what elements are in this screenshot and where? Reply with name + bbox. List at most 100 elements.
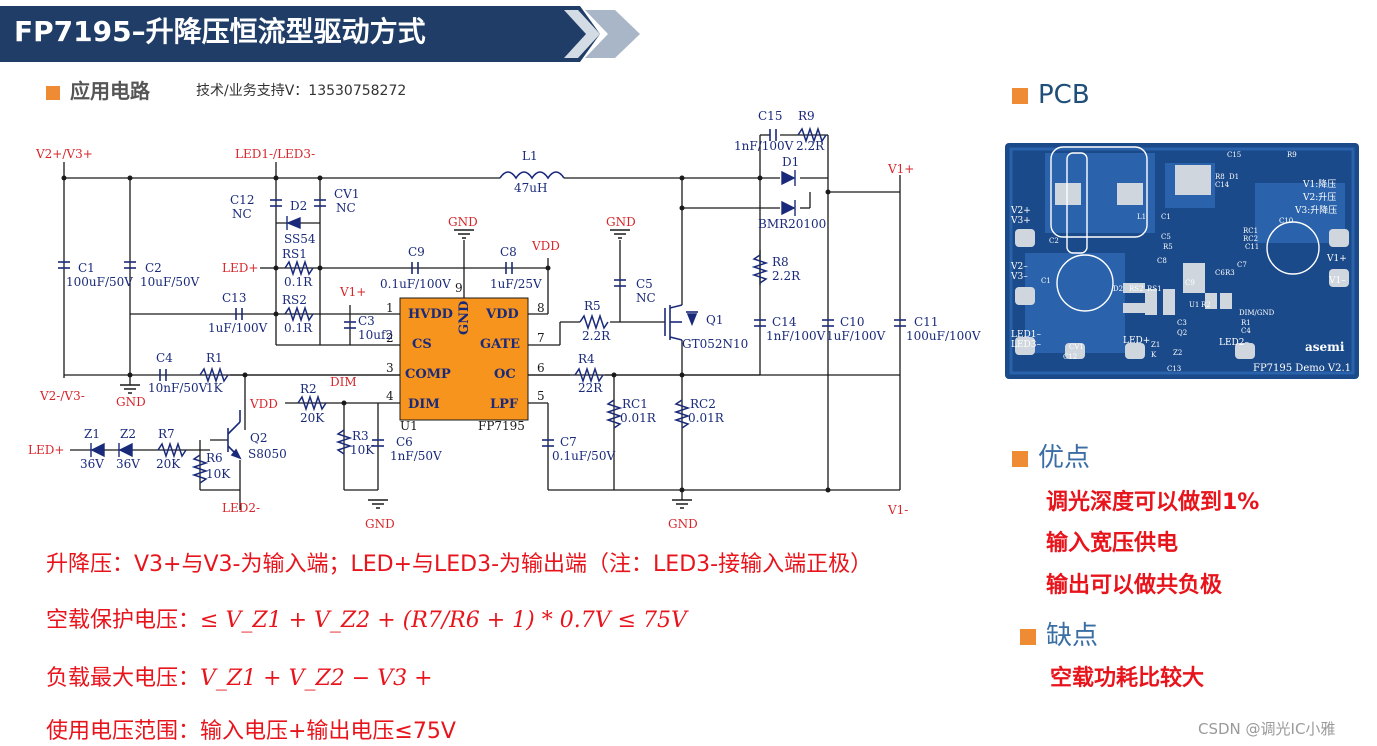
pcb-label-c1top: C1	[1161, 213, 1171, 221]
ic-pin-number-1: 1	[386, 301, 394, 315]
section-disadvantages-label: 缺点	[1046, 621, 1099, 651]
pcb-label-v2p: V2+	[1010, 206, 1031, 216]
value-r6: 10K	[206, 467, 231, 481]
ref-c10: C10	[840, 315, 864, 329]
ref-c15: C15	[758, 109, 782, 123]
pcb-label-r5: R5	[1163, 243, 1173, 251]
note-line-4: 使用电压范围：输入电压+输出电压≤75V	[46, 719, 456, 744]
value-r3: 10K	[350, 443, 375, 457]
ic-fp7195-body	[399, 297, 529, 421]
ref-c6: C6	[396, 435, 413, 449]
diode-symbols	[90, 170, 796, 458]
note-line-2: 空载保护电压：≤ V_Z1 + V_Z2 + (R7/R6 + 1) * 0.7…	[46, 602, 687, 634]
net-label-led2-minus: LED2-	[222, 501, 260, 515]
section-pcb-label: PCB	[1038, 80, 1090, 110]
ic-pin-comp: COMP	[405, 367, 451, 382]
ref-rc2: RC2	[690, 397, 716, 411]
pcb-label-v3: V3:升降压	[1294, 204, 1337, 216]
ic-pin-number-9: 9	[455, 281, 463, 295]
circuit-schematic: HVDD CS COMP DIM VDD GATE OC LPF GND 1 2…	[28, 109, 981, 531]
ref-c5: C5	[636, 277, 653, 291]
pcb-label-cv1: CV1	[1069, 343, 1084, 351]
support-contact: 技术/业务支持V：13530758272	[196, 83, 407, 99]
net-label-gnd-1: GND	[448, 215, 478, 229]
ref-c7: C7	[560, 435, 577, 449]
net-label-led1-led3: LED1-/LED3-	[235, 147, 315, 161]
section-disadvantages-heading: 缺点	[1020, 615, 1098, 652]
ic-pin-number-2: 2	[386, 331, 394, 345]
ref-rs1: RS1	[282, 247, 307, 261]
pcb-label-brand: asemi	[1305, 340, 1345, 354]
pcb-label-c2: C2	[1049, 237, 1059, 245]
value-c9: 0.1uF/100V	[380, 277, 451, 291]
pcb-label-rs2: RS2	[1129, 285, 1144, 293]
section-pcb-heading: PCB	[1012, 80, 1090, 110]
net-label-gnd-5: GND	[668, 517, 698, 531]
pcb-label-r1: R1	[1241, 319, 1251, 327]
ref-c8: C8	[500, 245, 517, 259]
advantage-item-1: 调光深度可以做到1%	[1046, 490, 1260, 515]
value-rs2: 0.1R	[284, 321, 313, 335]
value-rs1: 0.1R	[284, 275, 313, 289]
bullet-square-icon	[1012, 87, 1028, 104]
value-r8: 2.2R	[772, 269, 801, 283]
net-label-v1-plus: V1+	[887, 162, 914, 176]
ref-rs2: RS2	[282, 293, 307, 307]
bullet-square-icon	[1012, 450, 1028, 467]
pcb-label-r8: R8	[1215, 173, 1225, 181]
page-title: FP7195–升降压恒流型驱动方式	[14, 15, 426, 48]
pcb-label-v2m: V2–	[1010, 262, 1028, 272]
value-c10: 1uF/100V	[826, 329, 886, 343]
ref-z2: Z2	[120, 427, 136, 441]
ic-ref: U1	[400, 419, 418, 433]
value-r2: 20K	[300, 411, 325, 425]
mosfet-q1	[664, 304, 698, 341]
note-line-2-prefix: 空载保护电压：	[46, 608, 201, 633]
pcb-board-image: V1:降压 V2:升压 V3:升降压 FP7195 Demo V2.1 asem…	[1005, 143, 1359, 379]
pcb-label-led3: LED3–	[1011, 340, 1041, 350]
value-q2: S8050	[248, 447, 287, 461]
pcb-label-c13: C13	[1167, 365, 1181, 373]
value-d2: SS54	[284, 232, 316, 246]
pcb-label-c5: C5	[1161, 233, 1171, 241]
ref-q2: Q2	[250, 431, 267, 445]
pcb-label-rs1: RS1	[1147, 285, 1162, 293]
disadvantage-item-1: 空载功耗比较大	[1050, 666, 1205, 691]
pcb-label-c14: C14	[1215, 181, 1230, 189]
pcb-label-u1: U1	[1189, 301, 1199, 309]
pcb-label-v3p: V3+	[1010, 216, 1031, 226]
ic-pin-oc: OC	[494, 367, 516, 382]
pcb-label-v3m: V3–	[1010, 272, 1028, 282]
value-r4: 22R	[578, 381, 603, 395]
ic-pin-number-3: 3	[386, 361, 394, 375]
ref-c2: C2	[145, 261, 162, 275]
value-c8: 1uF/25V	[490, 277, 542, 291]
ref-r5: R5	[584, 299, 601, 313]
pcb-label-c11: C11	[1245, 243, 1259, 251]
note-line-2-formula: ≤ V_Z1 + V_Z2 + (R7/R6 + 1) * 0.7V ≤ 75V	[200, 608, 687, 633]
ref-r9: R9	[798, 109, 815, 123]
ref-c4: C4	[156, 351, 173, 365]
net-label-v1-minus: V1-	[887, 503, 908, 517]
net-label-gnd-4: GND	[365, 517, 395, 531]
pcb-label-k: K	[1151, 351, 1157, 359]
net-label-dim: DIM	[330, 375, 357, 389]
value-c5: NC	[636, 291, 656, 305]
net-label-gnd-2: GND	[606, 215, 636, 229]
value-c13: 1uF/100V	[208, 321, 268, 335]
pcb-label-c9: C9	[1185, 279, 1195, 287]
value-c1: 100uF/50V	[66, 275, 133, 289]
net-label-v2v3-plus: V2+/V3+	[35, 147, 93, 161]
header-banner	[0, 6, 640, 62]
pcb-label-led2: LED2–	[1219, 338, 1249, 348]
ic-pin-hvdd: HVDD	[408, 307, 453, 322]
ref-c12: C12	[230, 193, 254, 207]
ic-pin-number-7: 7	[537, 331, 545, 345]
pcb-label-r3: R3	[1225, 269, 1235, 277]
net-label-v2v3-minus: V2-/V3-	[39, 389, 85, 403]
note-line-3: 负载最大电压：V_Z1 + V_Z2 − V3 +	[46, 660, 433, 692]
section-advantages-heading: 优点	[1012, 437, 1090, 474]
pcb-label-ledp: LED+	[1123, 336, 1150, 346]
pcb-label-rc1: RC1	[1243, 227, 1258, 235]
pcb-label-c7: C7	[1237, 261, 1247, 269]
